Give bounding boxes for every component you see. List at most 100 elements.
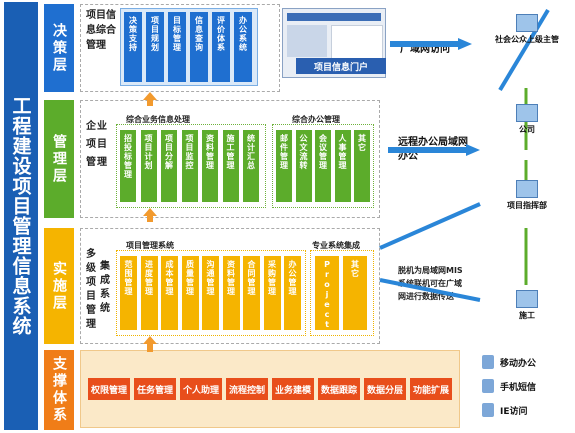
arrow-lan [388, 144, 480, 156]
office-box-label: 会议管理 [318, 134, 328, 170]
business-box[interactable]: 资料管理 [202, 130, 218, 202]
business-box-label: 统计汇总 [246, 134, 256, 170]
pm-box[interactable]: 沟通管理 [202, 256, 219, 330]
decision-box[interactable]: 目标管理 [168, 12, 186, 82]
business-area [116, 124, 266, 208]
support-button[interactable]: 任务管理 [134, 378, 176, 400]
business-box-label: 项目计划 [144, 134, 153, 170]
pm-box-label: 资料管理 [226, 260, 236, 296]
office-box[interactable]: 公文流转 [295, 130, 312, 202]
office-title: 综合办公管理 [292, 115, 340, 124]
access-label: 移动办公 [500, 358, 537, 369]
portal-image [287, 25, 327, 57]
business-box[interactable]: 项目计划 [140, 130, 157, 202]
business-box[interactable]: 项目分解 [161, 130, 177, 202]
office-box-label: 公文流转 [299, 134, 308, 170]
office-box[interactable]: 其它 [354, 130, 370, 202]
node-label: 社会公众上级主管 [495, 35, 559, 44]
pro-system-title: 专业系统集成 [312, 241, 360, 250]
access-label: 手机短信 [500, 382, 537, 393]
layer-management: 管理层 [44, 100, 74, 218]
pm-box-label: 范围管理 [124, 260, 133, 296]
portal-titlebar [287, 13, 381, 21]
pm-box-label: 办公管理 [288, 260, 297, 296]
business-box-label: 招投标管理 [123, 134, 133, 179]
decision-box-label: 信息查询 [194, 16, 204, 52]
implementation-panel [80, 228, 380, 344]
arrow-up-management [143, 208, 157, 222]
network-node: 公司 [492, 104, 562, 152]
pm-box[interactable]: 进度管理 [140, 256, 158, 330]
pm-box[interactable]: 合同管理 [243, 256, 260, 330]
arrow-impl-left [379, 202, 481, 250]
support-button[interactable]: 流程控制 [226, 378, 268, 400]
business-box[interactable]: 施工管理 [222, 130, 239, 202]
office-box-label: 人事管理 [338, 134, 347, 170]
access-item[interactable]: 手机短信 [482, 376, 570, 396]
business-box-label: 施工管理 [226, 134, 235, 170]
decision-box[interactable]: 项目规划 [146, 12, 164, 82]
decision-group-title: 项目信息综合管理 [86, 10, 116, 51]
pm-box[interactable]: 成本管理 [161, 256, 178, 330]
node-label: 施工 [519, 311, 535, 320]
pro-system-area [310, 250, 374, 336]
pm-box[interactable]: 资料管理 [222, 256, 240, 330]
business-box-label: 资料管理 [205, 134, 215, 170]
device-icon [482, 355, 494, 369]
computer-icon [516, 104, 538, 122]
office-box[interactable]: 人事管理 [334, 130, 351, 202]
access-item[interactable]: IE访问 [482, 400, 570, 420]
support-button[interactable]: 个人助理 [180, 378, 222, 400]
pm-box[interactable]: 范围管理 [120, 256, 137, 330]
network-node: 项目指挥部 [492, 180, 562, 228]
decision-box-label: 项目规划 [150, 16, 160, 52]
computer-icon [516, 290, 538, 308]
pro-box[interactable]: 其它 [343, 256, 367, 330]
computer-icon [516, 180, 538, 198]
support-button[interactable]: 权限管理 [88, 378, 130, 400]
support-button[interactable]: 功能扩展 [410, 378, 452, 400]
decision-box[interactable]: 信息查询 [190, 12, 208, 82]
offline-note: 脱机为局域网MIS系统联机可在广域网进行数据传送 [398, 266, 463, 301]
pro-box-label: 其它 [350, 260, 360, 278]
access-label: IE访问 [500, 406, 528, 417]
arrow-up-decision [143, 92, 157, 106]
decision-box[interactable]: 评价体系 [212, 12, 230, 82]
support-button[interactable]: 数据跟踪 [318, 378, 360, 400]
support-button[interactable]: 数据分层 [364, 378, 406, 400]
pm-box[interactable]: 质量管理 [181, 256, 199, 330]
pm-box-label: 进度管理 [144, 260, 154, 296]
pm-box[interactable]: 采购管理 [263, 256, 281, 330]
business-box[interactable]: 项目监控 [181, 130, 198, 202]
business-box[interactable]: 招投标管理 [120, 130, 136, 202]
layer-decision: 决策层 [44, 4, 74, 92]
implementation-group-title: 多级项目管理 [86, 249, 96, 330]
pm-box[interactable]: 办公管理 [284, 256, 301, 330]
pro-box[interactable]: Project [315, 256, 339, 330]
decision-box-label: 目标管理 [172, 16, 182, 52]
arrow-impl-right [379, 278, 481, 302]
computer-icon [516, 14, 538, 32]
business-box-label: 项目分解 [164, 134, 174, 170]
decision-box-label: 决策支持 [128, 16, 138, 52]
business-box-label: 项目监控 [185, 134, 194, 170]
decision-box[interactable]: 办公系统 [234, 12, 252, 82]
access-item[interactable]: 移动办公 [482, 352, 570, 372]
system-title: 工程建设项目管理信息系统 [4, 2, 38, 430]
office-box-label: 邮件管理 [279, 134, 289, 170]
pm-system-title: 项目管理系统 [126, 241, 174, 250]
office-box[interactable]: 邮件管理 [276, 130, 292, 202]
decision-panel [80, 4, 280, 92]
node-label: 公司 [519, 125, 535, 134]
device-icon [482, 403, 494, 417]
network-node: 社会公众上级主管 [492, 14, 562, 62]
implementation-group-title-2: 集成系统 [100, 261, 110, 314]
decision-box[interactable]: 决策支持 [124, 12, 142, 82]
office-box[interactable]: 会议管理 [315, 130, 331, 202]
portal-label: 项目信息门户 [296, 58, 386, 74]
remote-office-label: 远程办公局域网办公 [398, 137, 468, 162]
support-button[interactable]: 业务建模 [272, 378, 314, 400]
pm-box-label: 合同管理 [247, 260, 256, 296]
business-box[interactable]: 统计汇总 [243, 130, 259, 202]
pm-system-area [116, 250, 306, 336]
